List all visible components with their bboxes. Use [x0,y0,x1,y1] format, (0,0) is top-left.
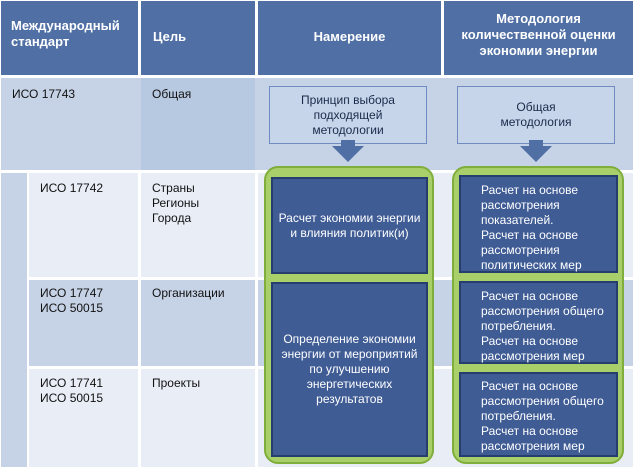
row-2-goal: Организации [152,286,225,300]
method-box-projects: Расчет на основе рассмотрения общего пот… [459,372,618,457]
row-2-goal-cell [141,280,255,366]
top-standard: ИСО 17743 [12,87,76,101]
row-3-standard-cell [29,369,138,467]
method-box-indicators: Расчет на основе рассмотрения показателе… [459,175,618,273]
header-intent: Намерение [258,1,441,75]
row-2-standard-cell [29,280,138,366]
intent-box-measures: Определение экономии энергии от мероприя… [271,282,428,457]
top-row-goal-cell [141,78,255,170]
method-down-arrow-icon [520,146,552,162]
header-goal: Цель [141,1,255,75]
method-arrow-stem [529,140,543,148]
intent-callout-box: Принцип выбора подходящей методологии [269,86,427,144]
method-callout-box: Общая методология [457,86,615,144]
row-3-goal: Проекты [152,376,201,390]
intent-box-policy: Расчет экономии энергии и влияния полити… [271,177,428,274]
intent-down-arrow-icon [332,146,364,162]
row-1-goal-cell [141,173,255,277]
row-1-standard: ИСО 17742 [40,181,104,195]
row-1-goal: Страны Регионы Города [152,181,200,225]
row-1-standard-cell [29,173,138,277]
method-box-organizations: Расчет на основе рассмотрения общего пот… [459,281,618,364]
header-standard: Международный стандарт [1,1,138,75]
intent-arrow-stem [341,140,355,148]
header-method: Методология количественной оценки эконом… [444,1,633,75]
indent-strip [1,173,27,467]
row-3-goal-cell [141,369,255,467]
row-2-standard: ИСО 17747 ИСО 50015 [40,286,104,315]
top-goal: Общая [152,87,192,101]
row-3-standard: ИСО 17741 ИСО 50015 [40,376,104,405]
